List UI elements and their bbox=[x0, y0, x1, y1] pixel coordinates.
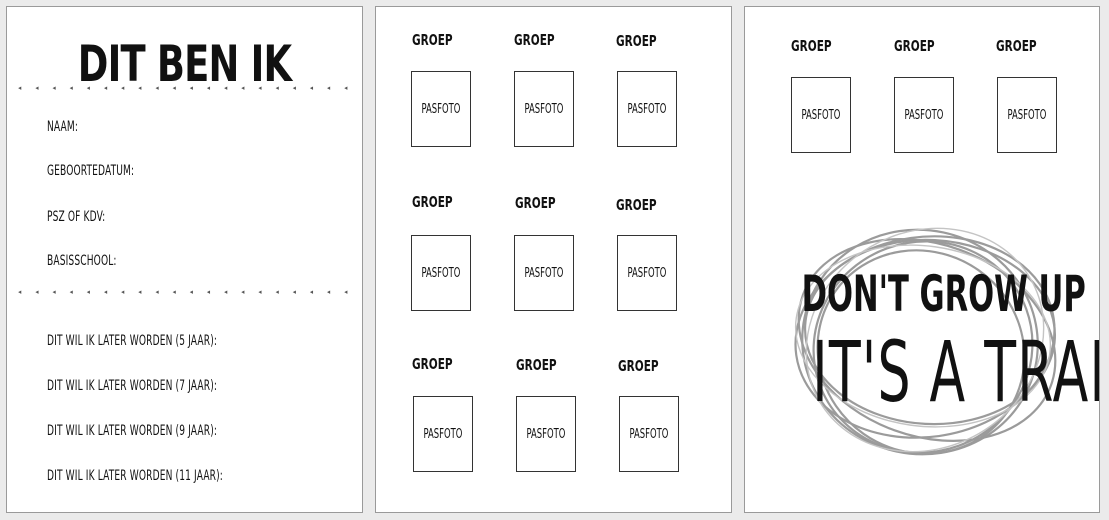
field-basisschool: BASISSCHOOL: bbox=[47, 253, 117, 269]
photo-slot: PASFOTO bbox=[514, 71, 574, 147]
field-later-11-jaar: DIT WIL IK LATER WORDEN (11 JAAR): bbox=[47, 468, 223, 484]
field-naam: NAAM: bbox=[47, 119, 79, 135]
photo-slot: PASFOTO bbox=[997, 77, 1057, 153]
page-photo-grid: GROEP GROEP GROEP PASFOTO PASFOTO PASFOT… bbox=[375, 6, 732, 513]
arrow-divider-bottom: ◂ ◂ ◂ ◂ ◂ ◂ ◂ ◂ ◂ ◂ ◂ ◂ ◂ ◂ ◂ ◂ ◂ ◂ ◂ ◂ … bbox=[7, 288, 361, 296]
group-label: GROEP bbox=[791, 37, 832, 55]
photo-slot: PASFOTO bbox=[411, 71, 471, 147]
photo-slot: PASFOTO bbox=[617, 71, 677, 147]
field-later-9-jaar: DIT WIL IK LATER WORDEN (9 JAAR): bbox=[47, 423, 218, 439]
group-label: GROEP bbox=[618, 357, 659, 375]
page-poster: GROEP GROEP GROEP PASFOTO PASFOTO PASFOT… bbox=[744, 6, 1100, 513]
page-dit-ben-ik: DIT BEN IK ◂ ◂ ◂ ◂ ◂ ◂ ◂ ◂ ◂ ◂ ◂ ◂ ◂ ◂ ◂… bbox=[6, 6, 363, 513]
group-label: GROEP bbox=[515, 194, 556, 212]
field-later-5-jaar: DIT WIL IK LATER WORDEN (5 JAAR): bbox=[47, 333, 218, 349]
group-label: GROEP bbox=[514, 31, 555, 49]
field-psz-of-kdv: PSZ OF KDV: bbox=[47, 209, 106, 225]
group-label: GROEP bbox=[516, 356, 557, 374]
group-label: GROEP bbox=[412, 31, 453, 49]
group-label: GROEP bbox=[412, 355, 453, 373]
quote-line-1: DON'T GROW UP bbox=[801, 265, 1086, 323]
photo-slot: PASFOTO bbox=[791, 77, 851, 153]
page-title: DIT BEN IK bbox=[77, 35, 292, 93]
quote-line-2: IT'S A TRAP bbox=[812, 323, 1100, 421]
group-label: GROEP bbox=[616, 32, 657, 50]
group-label: GROEP bbox=[412, 193, 453, 211]
photo-slot: PASFOTO bbox=[411, 235, 471, 311]
group-label: GROEP bbox=[894, 37, 935, 55]
group-label: GROEP bbox=[616, 196, 657, 214]
photo-slot: PASFOTO bbox=[516, 396, 576, 472]
field-geboortedatum: GEBOORTEDATUM: bbox=[47, 163, 135, 179]
arrow-divider-top: ◂ ◂ ◂ ◂ ◂ ◂ ◂ ◂ ◂ ◂ ◂ ◂ ◂ ◂ ◂ ◂ ◂ ◂ ◂ ◂ … bbox=[7, 84, 361, 92]
field-later-7-jaar: DIT WIL IK LATER WORDEN (7 JAAR): bbox=[47, 378, 218, 394]
photo-slot: PASFOTO bbox=[514, 235, 574, 311]
photo-slot: PASFOTO bbox=[413, 396, 473, 472]
scribble-circle-icon bbox=[794, 227, 1057, 456]
photo-slot: PASFOTO bbox=[894, 77, 954, 153]
photo-slot: PASFOTO bbox=[617, 235, 677, 311]
group-label: GROEP bbox=[996, 37, 1037, 55]
photo-slot: PASFOTO bbox=[619, 396, 679, 472]
